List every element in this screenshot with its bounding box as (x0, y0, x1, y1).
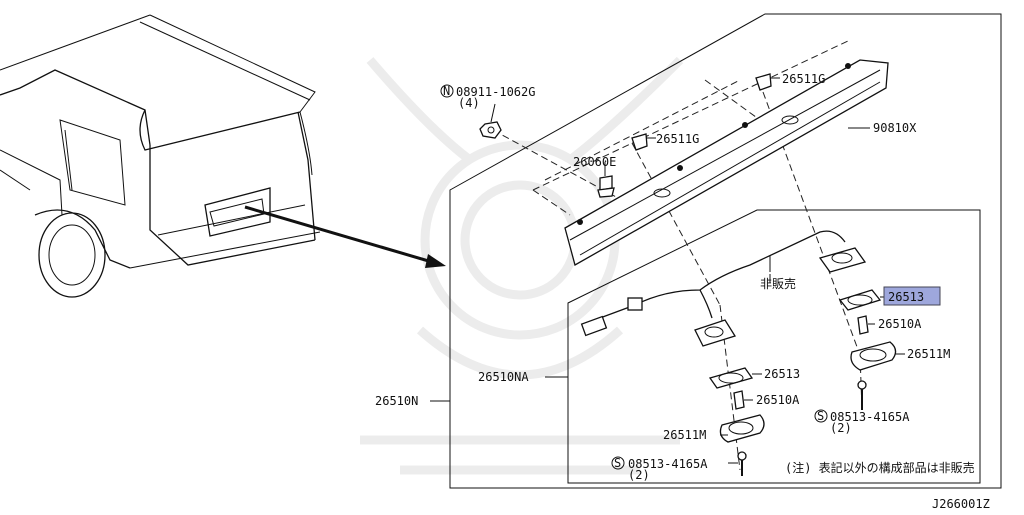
label-screw-right-qty: (2) (830, 421, 852, 435)
label-lamp-left: 26511M (663, 428, 706, 442)
label-gasket-highlight: 26513 (888, 290, 924, 304)
leader-lines (430, 77, 905, 464)
label-screw-left-qty: (2) (628, 468, 650, 482)
inner-frame (567, 209, 981, 484)
label-clip-b: 26511G (656, 132, 699, 146)
clip-icon (631, 73, 772, 151)
label-finisher: 90810X (873, 121, 917, 135)
screw-left-marker-circle (611, 456, 625, 470)
label-lamp-assy: 26510NA (478, 370, 529, 384)
nut-marker-circle (440, 84, 454, 98)
label-screw-left-part: 08513-4165A (628, 457, 708, 471)
highlight-box (883, 286, 941, 306)
label-nut-part: 08911-1062G (456, 85, 535, 99)
spacer-left-icon (733, 390, 745, 410)
watermark-emblem (360, 56, 684, 475)
screw-right-icon (857, 380, 867, 410)
label-harness-note: 非販売 (760, 276, 796, 291)
diagram-id: J266001Z (932, 497, 990, 511)
lamp-right-lens (850, 341, 897, 371)
label-clip-a: 26511G (782, 72, 825, 86)
label-screw-right-part: 08513-4165A (830, 410, 910, 424)
label-spacer-right: 26510A (878, 317, 922, 331)
footnote: (注) 表記以外の構成部品は非販売 (785, 460, 975, 475)
bulb-icon (597, 175, 615, 198)
lamp-left-upper (694, 319, 736, 347)
screw-left-icon (737, 451, 747, 476)
label-lamp-right: 26511M (907, 347, 950, 361)
screw-right-marker: S (817, 409, 824, 423)
label-lamp-set: 26510N (375, 394, 418, 408)
spacer-right-icon (857, 315, 869, 335)
label-spacer-left: 26510A (756, 393, 800, 407)
screw-right-marker-circle (814, 409, 828, 423)
nut-icon (479, 121, 502, 139)
screw-left-marker: S (614, 456, 621, 470)
label-nut-qty: (4) (458, 96, 480, 110)
finisher-bar (564, 59, 889, 266)
label-gasket: 26513 (764, 367, 800, 381)
gasket-left-icon (708, 367, 754, 389)
lamp-left-lens (719, 414, 765, 443)
pointer-arrow (244, 205, 446, 268)
gasket-right-icon (838, 289, 882, 311)
vehicle-rear-view (0, 14, 321, 298)
nut-marker: N (443, 84, 450, 98)
lamp-right-upper (818, 247, 867, 273)
label-bulb: 26060E (573, 155, 616, 169)
outer-frame (449, 13, 1002, 489)
wiring-harness (580, 230, 846, 337)
